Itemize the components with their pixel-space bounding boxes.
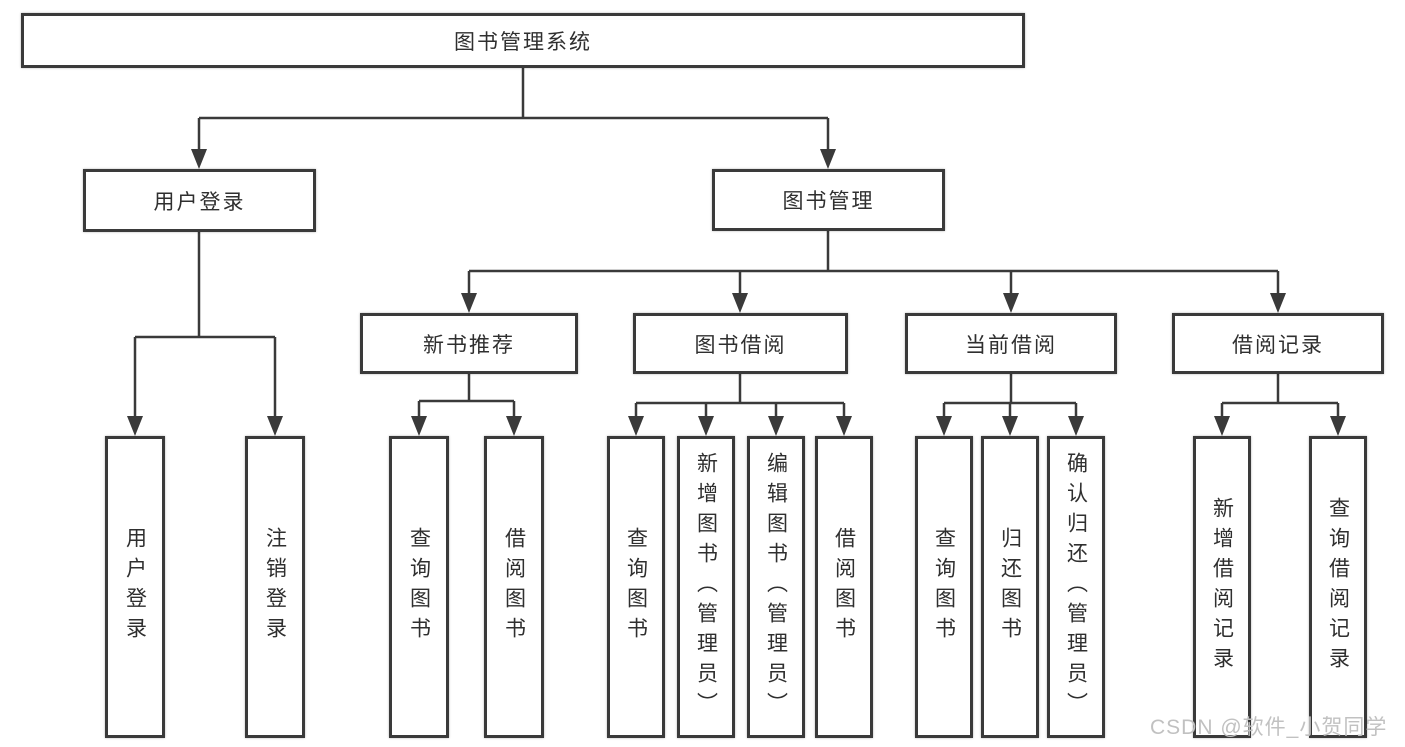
leaf-query-books-1: 查询图书: [389, 436, 449, 738]
node-current-borrow: 当前借阅: [905, 313, 1117, 374]
leaf-user-login: 用户登录: [105, 436, 165, 738]
node-book-management: 图书管理: [712, 169, 945, 231]
leaf-borrow-books-1: 借阅图书: [484, 436, 544, 738]
node-root-system: 图书管理系统: [21, 13, 1025, 68]
node-book-borrow: 图书借阅: [633, 313, 848, 374]
leaf-query-books-3: 查询图书: [915, 436, 973, 738]
leaf-borrow-books-2: 借阅图书: [815, 436, 873, 738]
leaf-query-borrow-record: 查询借阅记录: [1309, 436, 1367, 738]
node-borrow-records: 借阅记录: [1172, 313, 1384, 374]
csdn-watermark: CSDN @软件_小贺同学: [1150, 716, 1388, 739]
leaf-edit-book-admin: 编辑图书（管理员）: [747, 436, 805, 738]
node-new-book-recommend: 新书推荐: [360, 313, 578, 374]
leaf-query-books-2: 查询图书: [607, 436, 665, 738]
leaf-confirm-return-admin: 确认归还（管理员）: [1047, 436, 1105, 738]
leaf-add-book-admin: 新增图书（管理员）: [677, 436, 735, 738]
leaf-logout: 注销登录: [245, 436, 305, 738]
leaf-return-book: 归还图书: [981, 436, 1039, 738]
leaf-add-borrow-record: 新增借阅记录: [1193, 436, 1251, 738]
node-user-login: 用户登录: [83, 169, 316, 232]
